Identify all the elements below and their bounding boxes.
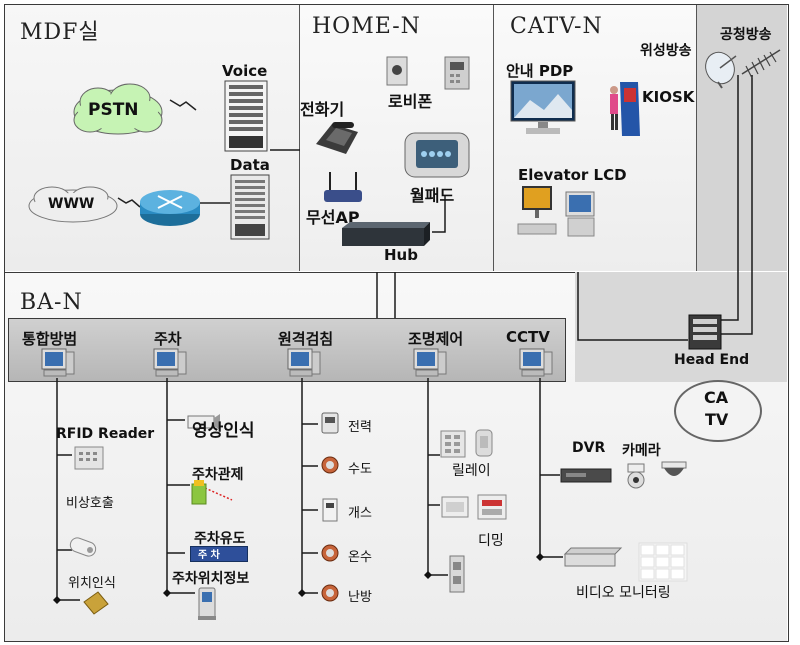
parking-barrier-icon	[191, 480, 207, 505]
camera-label: 카메라	[622, 443, 661, 459]
catv-circle-line2: TV	[705, 410, 729, 429]
head-end-icon	[688, 314, 722, 350]
rfid-reader-icon	[74, 446, 104, 470]
data-server-icon	[230, 174, 270, 240]
emergency-call-label: 비상호출	[66, 496, 114, 511]
parking-kiosk-icon	[198, 587, 216, 620]
video-recorder-icon	[563, 547, 623, 567]
www-label: WWW	[48, 196, 95, 212]
zone-label-ba: BA-N	[20, 290, 83, 315]
lighting-switch-icon	[449, 555, 465, 593]
router-icon	[140, 190, 200, 226]
location-device-icon	[83, 591, 109, 615]
water-meter-icon	[321, 456, 339, 474]
hub-label: Hub	[384, 246, 418, 264]
ba-system-label-parking: 주차	[154, 330, 182, 348]
info-pdp-screen-icon	[510, 80, 576, 134]
hotwater-meter-icon	[321, 544, 339, 562]
wallpad-label: 월패드	[410, 186, 455, 205]
monitor-grid-icon	[638, 542, 688, 582]
kiosk-icon	[610, 82, 640, 136]
dimming-label: 디밍	[478, 533, 504, 549]
location-label: 위치인식	[68, 576, 116, 591]
zone-label-mdf: MDF실	[20, 20, 100, 45]
metering-label-gas: 개스	[348, 506, 372, 521]
outer-frame	[4, 4, 789, 642]
elevator-lcd-icon	[517, 186, 595, 237]
pc-icon-security	[41, 348, 75, 377]
zone-label-catv: CATV-N	[510, 14, 603, 39]
www-cloud-icon	[28, 186, 118, 223]
parking-control-label: 주차관제	[192, 467, 244, 483]
ba-system-label-security: 통합방범	[22, 330, 78, 348]
satellite-label: 위성방송	[640, 43, 692, 59]
voice-server-icon	[224, 80, 268, 152]
metering-label-hotwater: 온수	[348, 550, 372, 565]
dvr-icon	[560, 468, 612, 483]
metering-label-water: 수도	[348, 462, 372, 477]
parking-guide-label: 주차유도	[194, 531, 246, 547]
dimmer-icon-1	[441, 496, 469, 518]
heating-meter-icon	[321, 584, 339, 602]
dimmer-icon-2	[477, 494, 507, 520]
wireless-ap-icon	[324, 172, 362, 202]
metering-label-power: 전력	[348, 420, 372, 435]
data-label: Data	[230, 156, 270, 174]
ba-system-label-lighting: 조명제어	[408, 330, 464, 348]
voice-label: Voice	[222, 62, 268, 80]
router-link-line	[200, 202, 230, 204]
rfid-reader-label: RFID Reader	[56, 426, 155, 442]
relay-switch-icon	[475, 429, 493, 457]
video-recognition-label: 영상인식	[192, 421, 255, 441]
kiosk-label: KIOSK	[642, 88, 695, 106]
ba-system-bar	[8, 318, 566, 382]
pc-icon-lighting	[413, 348, 447, 377]
relay-panel-icon	[440, 430, 466, 458]
metering-label-heating: 난방	[348, 590, 372, 605]
pstn-label: PSTN	[88, 100, 139, 120]
location-tag-icon	[69, 537, 97, 557]
satellite-dish-icon	[705, 51, 737, 89]
parking-guide-sign-text: 주 차	[198, 550, 220, 561]
wallpad-icon	[404, 132, 470, 178]
ba-system-label-cctv: CCTV	[506, 328, 550, 346]
pstn-cloud-icon	[73, 83, 163, 135]
phone-label: 전화기	[300, 100, 345, 119]
info-pdp-label: 안내 PDP	[506, 62, 574, 80]
zone-label-home: HOME-N	[312, 14, 421, 39]
parking-position-label: 주차위치정보	[172, 571, 250, 587]
antenna-icon	[741, 49, 781, 79]
broadcast-strip	[697, 5, 787, 271]
terrestrial-label: 공청방송	[720, 27, 772, 43]
hub-icon	[342, 222, 430, 246]
lobby-phone-icon-2	[444, 56, 470, 90]
pc-icon-parking	[153, 348, 187, 377]
dome-camera-icon	[661, 461, 687, 476]
dvr-label: DVR	[572, 440, 606, 456]
wireless-ap-label: 무선AP	[306, 208, 360, 227]
cctv-camera-icon	[627, 463, 645, 489]
video-monitoring-label: 비디오 모니터링	[576, 585, 671, 601]
parking-guide-sign	[190, 546, 248, 562]
video-recognition-camera-icon	[187, 414, 220, 433]
telephone-icon	[316, 122, 358, 154]
pc-icon-cctv	[519, 348, 553, 377]
lobby-phone-icon-1	[386, 56, 408, 86]
relay-label: 릴레이	[452, 463, 491, 479]
gas-meter-icon	[322, 498, 338, 522]
pc-icon-metering	[287, 348, 321, 377]
power-meter-icon	[321, 412, 339, 434]
elevator-lcd-label: Elevator LCD	[518, 166, 627, 184]
catv-circle	[674, 380, 762, 442]
lobby-phone-label: 로비폰	[388, 92, 433, 111]
ba-system-label-metering: 원격검침	[278, 330, 334, 348]
head-end-label: Head End	[674, 352, 750, 368]
catv-circle-line1: CA	[704, 388, 729, 407]
